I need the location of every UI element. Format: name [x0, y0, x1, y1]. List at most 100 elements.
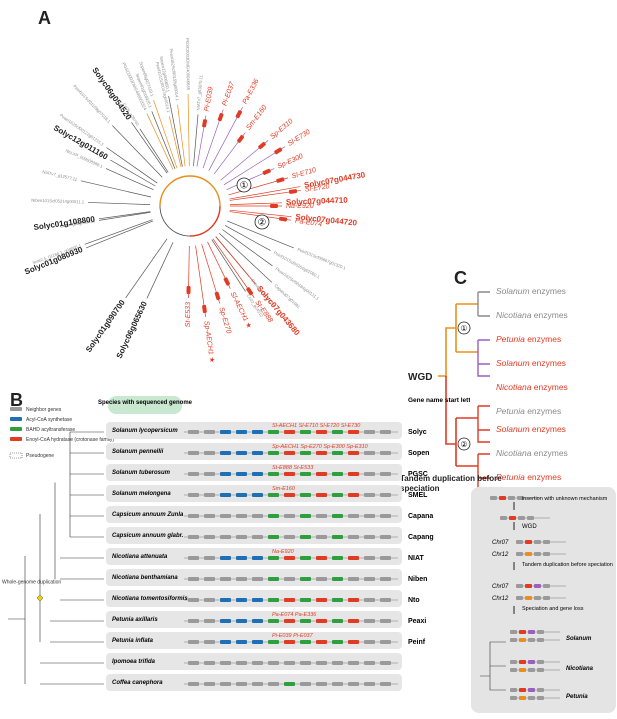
tree-leaf-label: Sp-E300 [276, 153, 304, 171]
gene-marker [300, 661, 311, 665]
gene-marker [332, 514, 343, 518]
gene-marker [519, 638, 526, 642]
gene-marker [236, 682, 247, 686]
gene-marker [268, 682, 279, 686]
gene-marker [534, 540, 541, 544]
wgd-node-marker [457, 321, 471, 335]
gene-marker [528, 638, 535, 642]
td-node-marker [254, 214, 270, 230]
gene-marker [252, 640, 263, 644]
gene-marker [525, 596, 532, 600]
species-name: Petunia inflata [112, 638, 154, 644]
gene-marker [364, 661, 375, 665]
gene-marker [332, 451, 343, 455]
gene-marker [348, 451, 359, 455]
gene-marker [332, 640, 343, 644]
enzyme-labels: Pa-E074 Pa-E336 [272, 612, 317, 618]
gene-marker [252, 661, 263, 665]
gene-marker [252, 556, 263, 560]
gene-marker [204, 472, 215, 476]
gene-marker [188, 430, 199, 434]
td-label: Tandem duplication before speciation [400, 474, 502, 493]
gene-marker [188, 577, 199, 581]
tree-branch [229, 202, 282, 205]
gene-marker [332, 619, 343, 623]
gene-marker [510, 696, 517, 700]
leaf-genus: Petunia [496, 472, 525, 482]
gene-marker [300, 493, 311, 497]
leaf-suffix: enzymes [529, 424, 566, 434]
gene-marker [316, 430, 327, 434]
tree-branch [219, 233, 273, 283]
gene-marker [364, 493, 375, 497]
gene-marker [380, 556, 391, 560]
gene-marker [252, 598, 263, 602]
tree-leaf-label: Pa-E074 [294, 218, 322, 229]
enzyme-gene-marker [237, 134, 245, 143]
tree-branch [80, 180, 152, 198]
gene-marker [490, 496, 497, 500]
gene-marker [332, 661, 343, 665]
gene-marker [508, 496, 515, 500]
gene-marker [300, 535, 311, 539]
leaf-suffix: enzymes [529, 286, 566, 296]
gene-marker [300, 430, 311, 434]
gene-marker [252, 682, 263, 686]
tree-leaf-label: Sl-E730 [287, 129, 312, 148]
gene-marker [509, 516, 516, 520]
gene-marker [516, 552, 523, 556]
panel-b-letter: B [10, 390, 23, 410]
gene-marker [348, 556, 359, 560]
gene-marker [284, 598, 295, 602]
gene-marker [220, 682, 231, 686]
gene-marker [300, 640, 311, 644]
gene-marker [380, 598, 391, 602]
leaf-genus: Petunia [496, 334, 525, 344]
tree-branch [211, 239, 246, 292]
gene-marker [268, 598, 279, 602]
tree-branch [229, 186, 301, 200]
gene-marker [204, 598, 215, 602]
gene-marker [510, 660, 517, 664]
gene-marker [348, 535, 359, 539]
gene-marker [236, 472, 247, 476]
tree-branch [139, 128, 169, 173]
gene-marker [364, 472, 375, 476]
gene-marker [348, 619, 359, 623]
gene-marker [252, 493, 263, 497]
gene-marker [252, 430, 263, 434]
tree-branch [111, 125, 163, 178]
gene-marker [380, 577, 391, 581]
leaf-genus: Solanum [496, 358, 530, 368]
tree-branch [88, 202, 151, 205]
gene-marker [519, 688, 526, 692]
gene-marker [188, 556, 199, 560]
gene-marker [284, 661, 295, 665]
gene-marker [528, 630, 535, 634]
gene-marker [537, 638, 544, 642]
legend-swatch-acyl [10, 417, 22, 421]
wgd-label: Whole-genome duplication [2, 579, 61, 585]
gene-prefix: PGSC [408, 471, 428, 478]
gene-marker [364, 451, 375, 455]
gene-marker [236, 661, 247, 665]
gene-marker [316, 577, 327, 581]
tree-leaf-label: Sp-E270 [217, 306, 232, 334]
gene-marker [517, 496, 524, 500]
gene-marker [252, 472, 263, 476]
wgd-node-label: ① [240, 181, 249, 192]
model-background [471, 487, 616, 713]
red-clade-arc [189, 205, 221, 237]
panel-c-leaf: Nicotiana enzymes [496, 382, 568, 392]
gene-marker [316, 514, 327, 518]
tree-branch [99, 211, 151, 221]
panel-c-leaf: Nicotiana enzymes [496, 310, 568, 320]
gene-marker [188, 598, 199, 602]
gene-marker [510, 638, 517, 642]
gene-marker [204, 514, 215, 518]
gene-marker [316, 556, 327, 560]
panel-a-letter: A [38, 8, 51, 28]
gene-marker [204, 619, 215, 623]
gene-header: Gene name start letters [408, 397, 470, 404]
